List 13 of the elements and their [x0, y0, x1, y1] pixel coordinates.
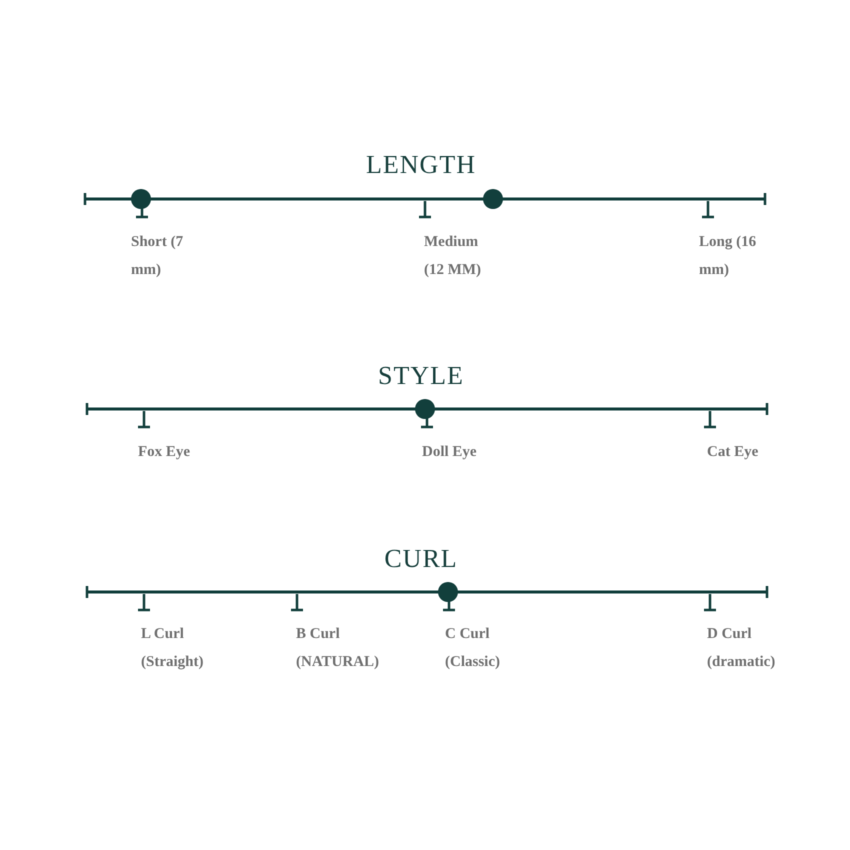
- scale-title: CURL: [384, 544, 458, 574]
- tick-label: Long (16 mm): [699, 233, 758, 280]
- scale-title: STYLE: [378, 361, 464, 391]
- tick-label: Short (7 mm): [131, 233, 184, 280]
- tick-label: B Curl (NATURAL): [296, 625, 380, 672]
- tick-label: Cat Eye: [707, 443, 758, 462]
- tick-label: L Curl (Straight): [141, 625, 204, 672]
- tick-label: Medium (12 MM): [424, 233, 482, 280]
- scale-title: LENGTH: [366, 150, 476, 180]
- tick-label: D Curl (dramatic): [707, 625, 776, 672]
- tick-label: C Curl (Classic): [445, 625, 501, 672]
- tick-label: Fox Eye: [138, 443, 190, 462]
- tick-label: Doll Eye: [422, 443, 477, 462]
